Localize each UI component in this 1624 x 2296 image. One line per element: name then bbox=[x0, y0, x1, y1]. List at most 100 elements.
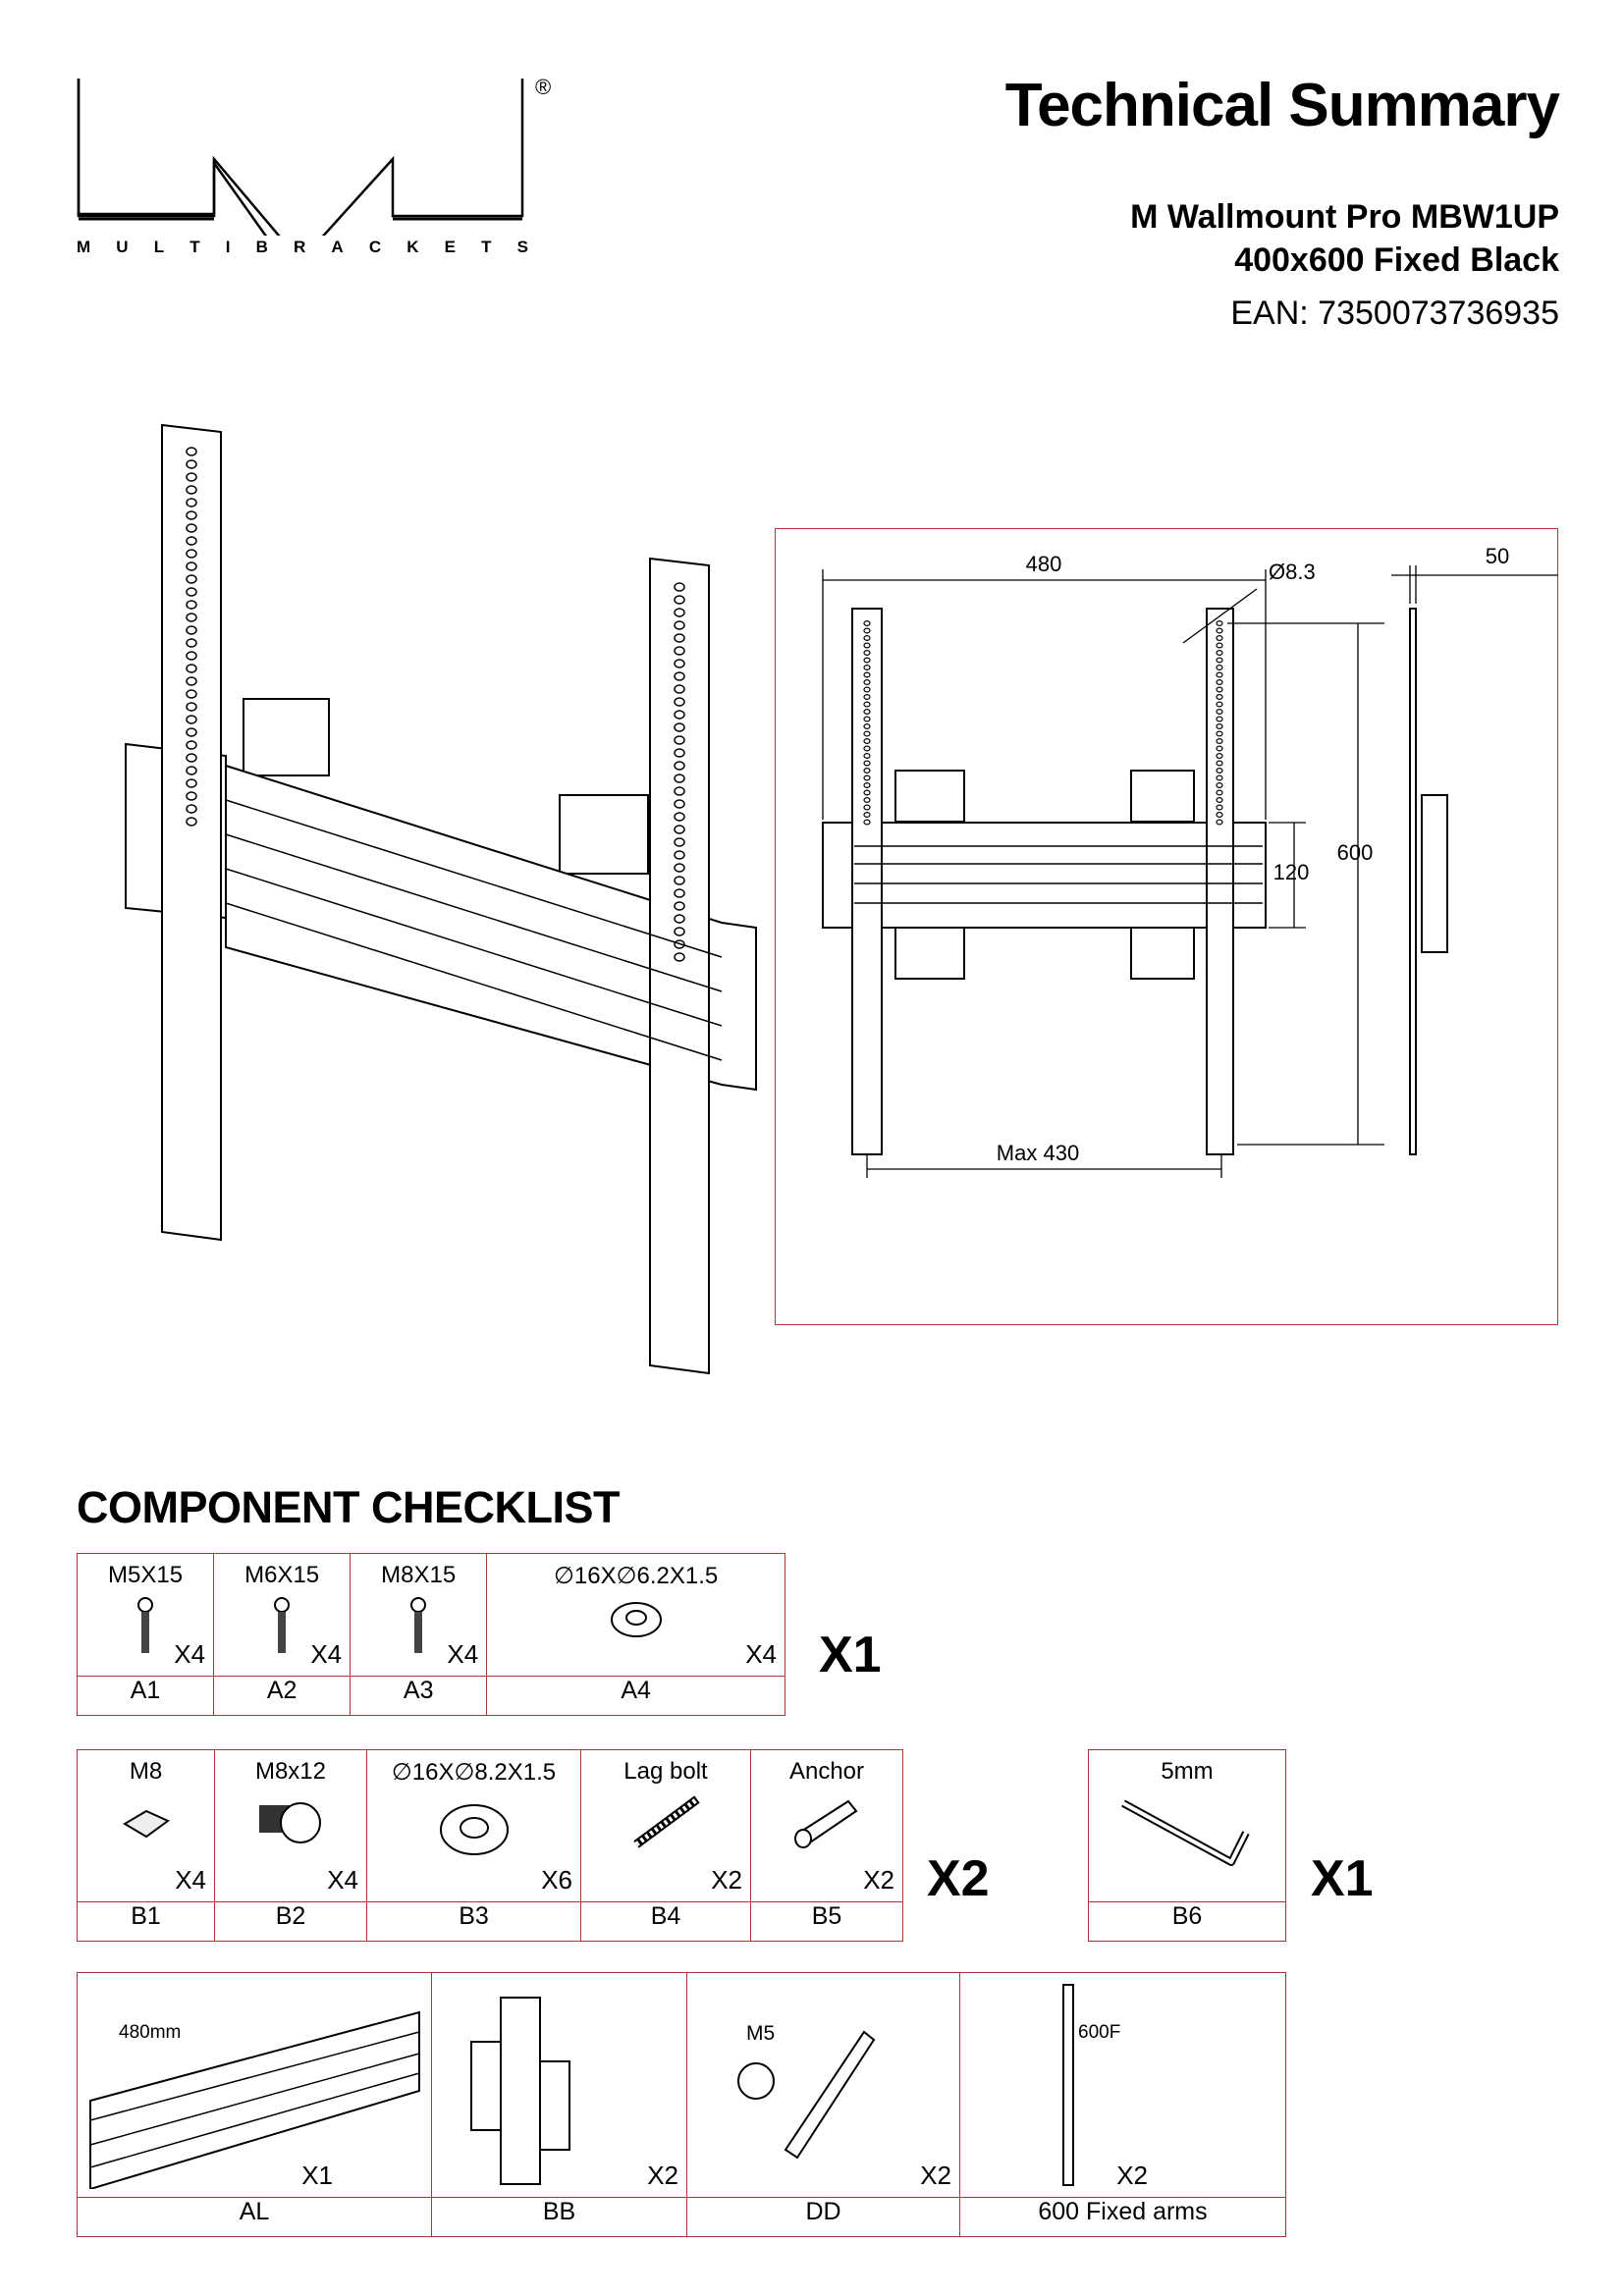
item-label: Anchor bbox=[788, 1758, 865, 1785]
mount-hole bbox=[1216, 767, 1223, 774]
mount-hole bbox=[1216, 737, 1223, 744]
mount-hole bbox=[186, 447, 197, 456]
mount-hole bbox=[674, 620, 685, 630]
washer-icon bbox=[610, 1602, 662, 1637]
mount-hole bbox=[186, 664, 197, 673]
mount-hole bbox=[674, 659, 685, 668]
mount-hole bbox=[674, 863, 685, 873]
item-code: A1 bbox=[76, 1676, 215, 1716]
item-qty: X4 bbox=[310, 1639, 343, 1669]
mount-hole bbox=[186, 638, 197, 648]
mount-hole bbox=[863, 752, 871, 759]
mount-hole bbox=[674, 774, 685, 783]
mount-hole bbox=[674, 684, 685, 694]
item-qty: X4 bbox=[447, 1639, 479, 1669]
dim-height: 600 bbox=[1337, 840, 1374, 865]
dim-width: 480 bbox=[1026, 552, 1062, 576]
item-label: 600F bbox=[1078, 2022, 1121, 2043]
arm-left bbox=[851, 608, 883, 1155]
mount-hole bbox=[863, 649, 871, 656]
arm-right bbox=[649, 557, 710, 1375]
mount-hole bbox=[1216, 752, 1223, 759]
mount-hole bbox=[1216, 664, 1223, 670]
dim-depth: 50 bbox=[1486, 544, 1509, 568]
item-label: M8 bbox=[129, 1758, 163, 1785]
mount-hole bbox=[674, 633, 685, 643]
rail-icon bbox=[89, 2010, 420, 2189]
mount-hole bbox=[186, 817, 197, 827]
mount-hole bbox=[674, 799, 685, 809]
side-arm bbox=[1409, 608, 1417, 1155]
mount-hole bbox=[186, 689, 197, 699]
product-name: M Wallmount Pro MBW1UP bbox=[1130, 198, 1559, 236]
mount-hole bbox=[186, 727, 197, 737]
mount-hole bbox=[186, 561, 197, 571]
item-code: B2 bbox=[214, 1901, 367, 1942]
mount-hole bbox=[863, 730, 871, 737]
screw-icon bbox=[410, 1597, 427, 1653]
mount-hole bbox=[1216, 781, 1223, 788]
mount-hole bbox=[186, 753, 197, 763]
lag-bolt-icon bbox=[633, 1795, 700, 1848]
mount-hole bbox=[186, 766, 197, 775]
wall-plate-icon bbox=[470, 1997, 570, 2185]
mount-hole bbox=[674, 812, 685, 822]
mount-hole bbox=[674, 901, 685, 911]
mount-hole bbox=[186, 587, 197, 597]
mount-hole bbox=[863, 627, 871, 634]
dim-hole-diameter: Ø8.3 bbox=[1269, 560, 1316, 584]
mount-hole bbox=[1216, 678, 1223, 685]
mount-hole bbox=[1216, 671, 1223, 678]
mount-hole bbox=[1216, 789, 1223, 796]
mount-hole bbox=[863, 701, 871, 708]
mount-hole bbox=[863, 642, 871, 649]
item-label: M8X15 bbox=[381, 1562, 457, 1588]
group-b-multiplier: X2 bbox=[927, 1850, 990, 1907]
item-qty: X6 bbox=[541, 1865, 572, 1895]
mount-hole bbox=[863, 796, 871, 803]
mount-hole bbox=[674, 671, 685, 681]
mount-hole bbox=[863, 722, 871, 729]
side-rail bbox=[1421, 794, 1448, 953]
arm-right bbox=[1206, 608, 1234, 1155]
item-label: 480mm bbox=[119, 2022, 182, 2043]
mount-hole bbox=[863, 671, 871, 678]
mount-hole bbox=[1216, 657, 1223, 664]
mount-hole bbox=[186, 613, 197, 622]
mount-hole bbox=[674, 786, 685, 796]
mount-hole bbox=[1216, 701, 1223, 708]
brand-letter: L bbox=[153, 238, 165, 256]
mount-hole bbox=[186, 485, 197, 495]
dim-max-spacing: Max 430 bbox=[997, 1141, 1079, 1165]
item-label: Lag bolt bbox=[623, 1758, 708, 1785]
item-code: AL bbox=[77, 2197, 432, 2237]
mount-hole bbox=[674, 888, 685, 898]
wall-plate-right bbox=[559, 794, 649, 875]
isometric-mount-drawing bbox=[125, 423, 757, 1375]
plate bbox=[894, 770, 965, 823]
mount-hole bbox=[674, 952, 685, 962]
mount-hole bbox=[674, 825, 685, 834]
item-code: A3 bbox=[350, 1676, 488, 1716]
arm-left bbox=[161, 423, 222, 1242]
mount-hole bbox=[674, 722, 685, 732]
mount-hole bbox=[186, 600, 197, 610]
dim-rail-height: 120 bbox=[1273, 860, 1310, 884]
item-qty: X2 bbox=[711, 1865, 742, 1895]
mount-hole bbox=[674, 697, 685, 707]
item-label: ∅16X∅8.2X1.5 bbox=[391, 1759, 557, 1786]
mount-hole bbox=[186, 459, 197, 469]
item-qty: X2 bbox=[920, 2161, 951, 2190]
item-code: DD bbox=[686, 2197, 960, 2237]
page-title: Technical Summary bbox=[1004, 72, 1560, 139]
dimension-drawing-frame bbox=[775, 528, 1558, 1325]
mount-hole bbox=[186, 791, 197, 801]
screw-icon bbox=[274, 1597, 291, 1653]
item-label: M8x12 bbox=[254, 1758, 327, 1785]
mount-hole bbox=[1216, 708, 1223, 715]
item-code: 600 Fixed arms bbox=[959, 2197, 1286, 2237]
brand-letter: T bbox=[189, 238, 200, 256]
mount-hole bbox=[863, 716, 871, 722]
